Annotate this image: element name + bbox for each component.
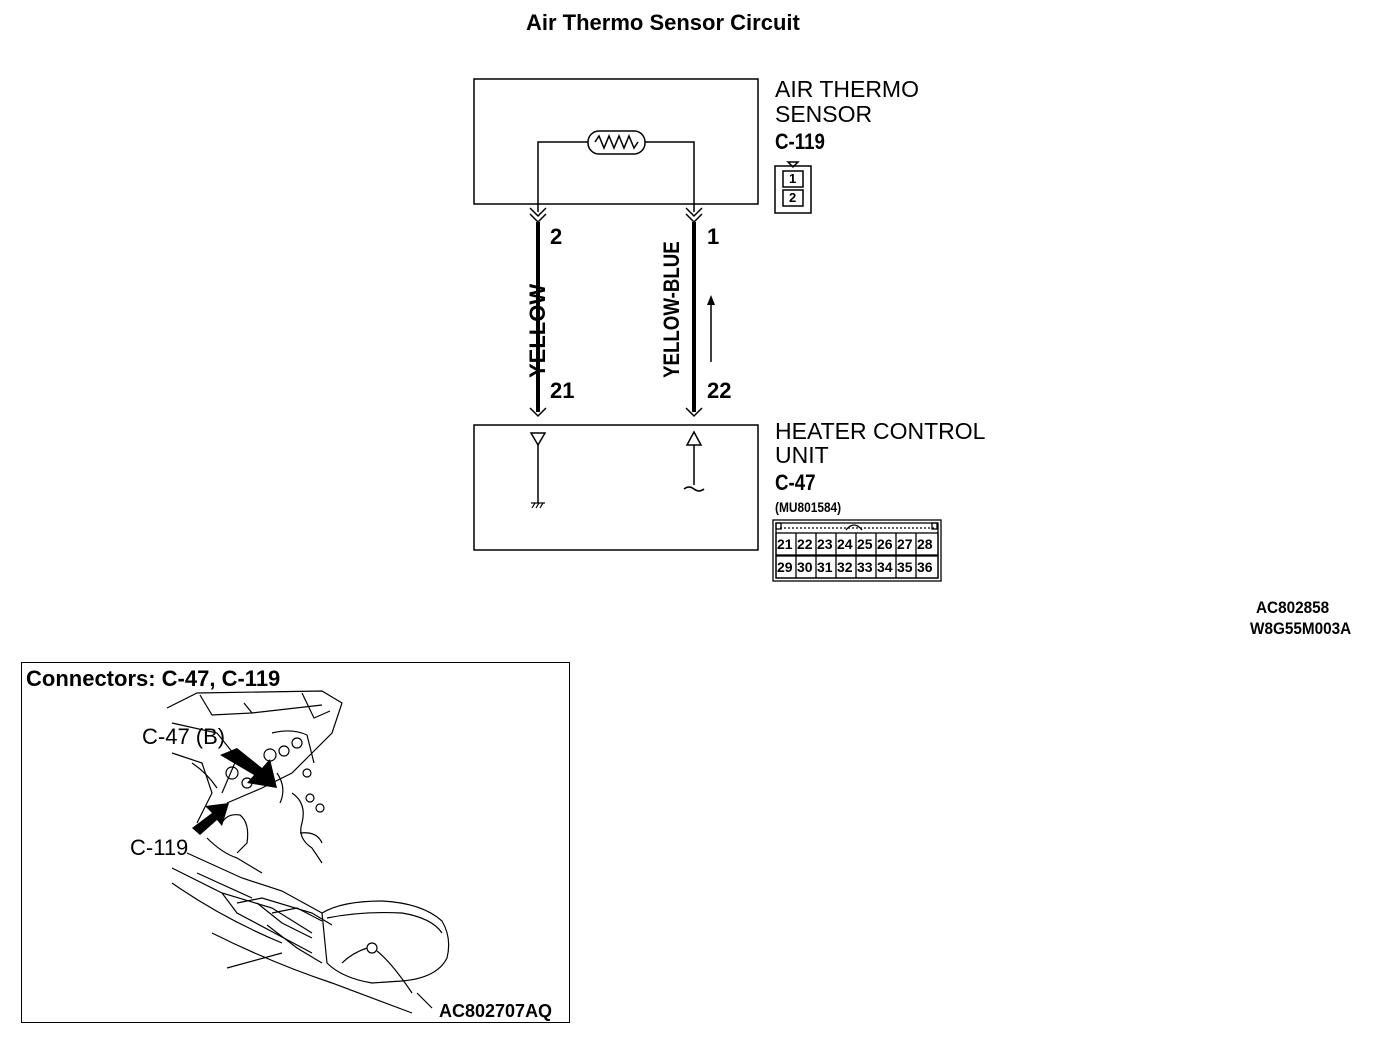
connector-location-inset: Connectors: C-47, C-119 C-47 (B) C-119 A…: [21, 662, 570, 1023]
sensor-connector-id: C-119: [775, 129, 825, 154]
wire-right-bottom-pin: 22: [707, 378, 732, 403]
pin-cell: 30: [797, 559, 813, 575]
pin-cell: 34: [877, 559, 893, 575]
pin-cell: 35: [897, 559, 913, 575]
hcu-connector-id: C-47: [775, 470, 816, 495]
current-arrow: [707, 295, 715, 305]
wire-right-top-pin: 1: [707, 224, 720, 249]
pin-cell: 36: [917, 559, 933, 575]
pin-cell: 24: [837, 536, 853, 552]
pin-cell: 29: [777, 559, 793, 575]
wire-left-color: YELLOW: [525, 283, 550, 378]
hcu-part-number: (MU801584): [775, 499, 842, 515]
dashboard-illustration: [166, 690, 450, 1014]
pin-cell: 33: [857, 559, 873, 575]
input-circuit-symbol: [683, 486, 705, 492]
pin-cell: 22: [797, 536, 813, 552]
wire-left-bottom-pin: 21: [550, 378, 575, 403]
hcu-name-line2: UNIT: [775, 442, 829, 468]
pin-cell: 27: [897, 536, 913, 552]
connector-mark-c47-pin22: [685, 407, 703, 418]
wire-left-top-pin: 2: [550, 224, 563, 249]
pointer-arrow-c119: [192, 803, 229, 835]
pin-cell: 21: [777, 536, 793, 552]
connector-face-c119: [774, 161, 812, 214]
sensor-name-line1: AIR THERMO: [775, 76, 919, 102]
connector-mark-c47-pin21: [529, 407, 547, 418]
pin-cell: 25: [857, 536, 873, 552]
pin-cell: 31: [817, 559, 833, 575]
pin-cell: 32: [837, 559, 853, 575]
diagram-title: Air Thermo Sensor Circuit: [526, 10, 800, 35]
pin-cell: 26: [877, 536, 893, 552]
hcu-name-line1: HEATER CONTROL: [775, 418, 986, 444]
sensor-name-line2: SENSOR: [775, 101, 873, 127]
sensor-pin-1: 1: [789, 171, 797, 186]
figure-code-2: W8G55M003A: [1250, 619, 1352, 638]
pin-cell: 23: [817, 536, 833, 552]
inset-label-c47: C-47 (B): [142, 724, 226, 749]
c47-pin-row2: 29 30 31 32 33 34 35 36: [776, 558, 938, 578]
ground-symbol: [531, 502, 545, 509]
hcu-box: [473, 424, 759, 551]
pin-cell: 28: [917, 536, 933, 552]
wire-right-color: YELLOW-BLUE: [659, 241, 684, 378]
figure-code-1: AC802858: [1256, 598, 1330, 617]
pointer-arrow-c47: [220, 748, 277, 788]
c47-pin-row1: 21 22 23 24 25 26 27 28: [776, 535, 938, 555]
sensor-box: [473, 78, 759, 205]
connector-face-c47: [772, 519, 942, 582]
sensor-pin-2: 2: [789, 190, 797, 205]
thermistor-symbol: [587, 130, 646, 155]
inset-figure-code: AC802707AQ: [439, 1001, 553, 1021]
inset-title: Connectors: C-47, C-119: [26, 666, 281, 691]
inset-label-c119: C-119: [130, 835, 189, 860]
